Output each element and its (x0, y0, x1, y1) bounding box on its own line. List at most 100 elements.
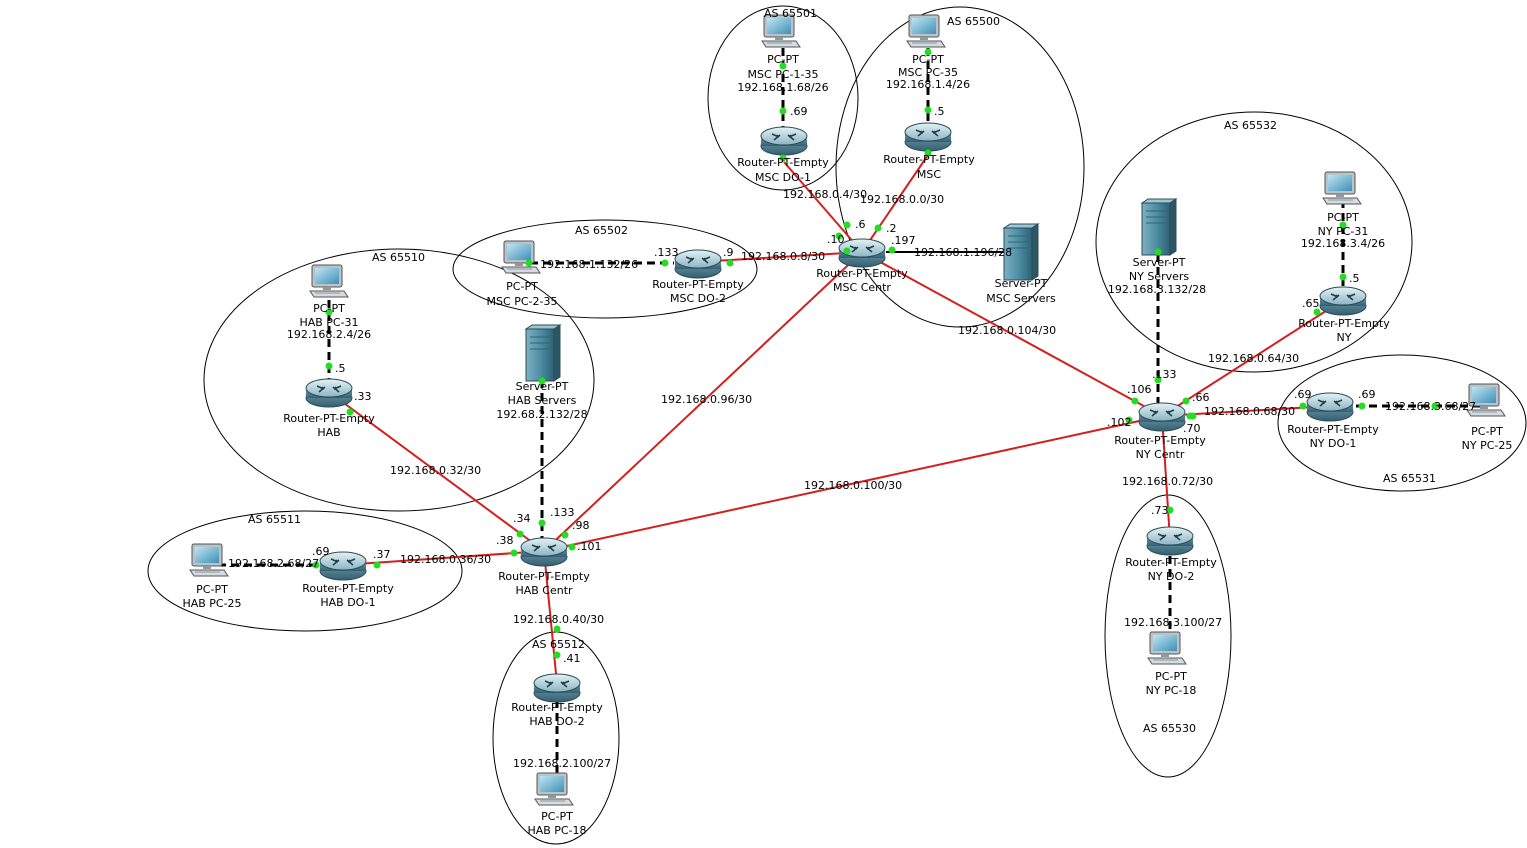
device-name-label: MSC Servers (986, 292, 1056, 305)
port-label: .133 (550, 506, 575, 519)
as-65510-boundary (203, 248, 595, 512)
link-hab-habcentr (328, 391, 545, 552)
device-name-label: MSC (917, 168, 941, 181)
device-name-label: NY PC-18 (1146, 684, 1197, 697)
port-status-dot (553, 651, 561, 659)
device-name-label: HAB Servers (508, 394, 577, 407)
port-label: .69 (312, 545, 330, 558)
hab-pc-18-icon[interactable] (534, 772, 574, 806)
device-name-label: MSC Centr (833, 281, 891, 294)
device-name-label: HAB (317, 426, 340, 439)
port-status-dot (924, 149, 932, 157)
subnet-label: 192.168.2.4/26 (287, 328, 371, 341)
as-65532-boundary (1095, 111, 1413, 373)
port-status-dot (1358, 402, 1366, 410)
hab-router-icon[interactable] (305, 378, 353, 408)
as-65502-label: AS 65502 (575, 224, 628, 237)
as-65531-label: AS 65531 (1383, 472, 1436, 485)
port-label: .6 (855, 218, 866, 231)
port-status-dot (779, 154, 787, 162)
device-name-label: NY Servers (1129, 270, 1190, 283)
ny-pc-31-icon[interactable] (1322, 171, 1362, 205)
device-type-label: Router-PT-Empty (816, 267, 908, 280)
msc-router-icon[interactable] (904, 122, 952, 152)
device-name-label: MSC DO-1 (755, 171, 811, 184)
port-label: .37 (373, 548, 391, 561)
port-status-dot (325, 308, 333, 316)
port-status-dot (561, 531, 569, 539)
port-status-dot (835, 232, 843, 240)
hab-centr-router-icon[interactable] (520, 537, 568, 567)
port-status-dot (874, 224, 882, 232)
device-type-label: Router-PT-Empty (302, 582, 394, 595)
link-msccentr-habcentr (543, 251, 863, 552)
device-type-label: PC-PT (912, 53, 944, 66)
device-type-label: PC-PT (767, 53, 799, 66)
port-status-dot (553, 625, 561, 633)
port-status-dot (1189, 412, 1197, 420)
link-msc-centr (861, 154, 929, 253)
ny-do-1-router-icon[interactable] (1306, 392, 1354, 422)
as-65510-label: AS 65510 (372, 251, 425, 264)
as-65511-boundary (147, 510, 463, 632)
device-type-label: Server-PT (516, 380, 569, 393)
port-label: .9 (723, 246, 734, 259)
as-65501-label: AS 65501 (764, 7, 817, 20)
device-name-label: HAB Centr (515, 584, 573, 597)
ny-do-2-router-icon[interactable] (1146, 526, 1194, 556)
port-label: .98 (572, 519, 590, 532)
port-label: .65 (1302, 297, 1320, 310)
network-label: 192.168.0.96/30 (661, 393, 752, 406)
device-name-label: NY DO-2 (1148, 570, 1195, 583)
ny-centr-router-icon[interactable] (1138, 402, 1186, 432)
port-status-dot (538, 377, 546, 385)
subnet-label: 192.168.1.68/26 (737, 81, 828, 94)
port-status-dot (346, 408, 354, 416)
port-label: .69 (790, 105, 808, 118)
port-status-dot (510, 549, 518, 557)
as-65502-boundary (452, 219, 758, 319)
port-status-dot (1339, 221, 1347, 229)
ny-servers-icon[interactable] (1141, 198, 1177, 256)
port-status-dot (888, 246, 896, 254)
device-name-label: MSC PC-35 (898, 66, 958, 79)
device-name-label: MSC DO-2 (670, 292, 726, 305)
port-status-dot (1166, 506, 1174, 514)
hab-pc-25-icon[interactable] (189, 543, 229, 577)
ny-router-icon[interactable] (1319, 286, 1367, 316)
network-label: 192.168.0.64/30 (1208, 352, 1299, 365)
port-indicators (312, 48, 1439, 659)
device-type-label: PC-PT (313, 302, 345, 315)
as-65500-label: AS 65500 (947, 15, 1000, 28)
device-name-label: NY DO-1 (1310, 437, 1357, 450)
port-label: .33 (354, 390, 372, 403)
port-status-dot (1339, 273, 1347, 281)
port-status-dot (1154, 248, 1162, 256)
as-65500-boundary (835, 6, 1085, 328)
msc-do-1-router-icon[interactable] (760, 126, 808, 156)
hab-pc-31-icon[interactable] (309, 264, 349, 298)
hab-do-2-router-icon[interactable] (533, 673, 581, 703)
network-label: 192.168.3.100/27 (1124, 616, 1222, 629)
ny-pc-18-icon[interactable] (1147, 631, 1187, 665)
network-label: 192.168.0.32/30 (390, 464, 481, 477)
msc-pc-2-35-icon[interactable] (501, 240, 541, 274)
link-msccentr-nycentr (861, 251, 1163, 417)
msc-do-2-router-icon[interactable] (674, 249, 722, 279)
network-label: 192.168.0.100/30 (804, 479, 902, 492)
port-label: .73 (1151, 504, 1169, 517)
port-label: .10 (827, 233, 845, 246)
port-status-dot (726, 259, 734, 267)
as-65501-boundary (707, 5, 859, 191)
device-name-label: HAB PC-25 (182, 597, 241, 610)
port-status-dot (1431, 402, 1439, 410)
port-label: .69 (1294, 388, 1312, 401)
device-name-label: MSC PC-2-35 (487, 295, 558, 308)
hab-servers-icon[interactable] (525, 324, 561, 382)
device-type-label: Router-PT-Empty (1298, 317, 1390, 330)
msc-pc-35-icon[interactable] (906, 14, 946, 48)
network-label: 192.168.0.8/30 (741, 250, 825, 263)
port-label: .133 (1152, 368, 1177, 381)
port-status-dot (1154, 376, 1162, 384)
device-name-label: HAB DO-2 (529, 715, 584, 728)
